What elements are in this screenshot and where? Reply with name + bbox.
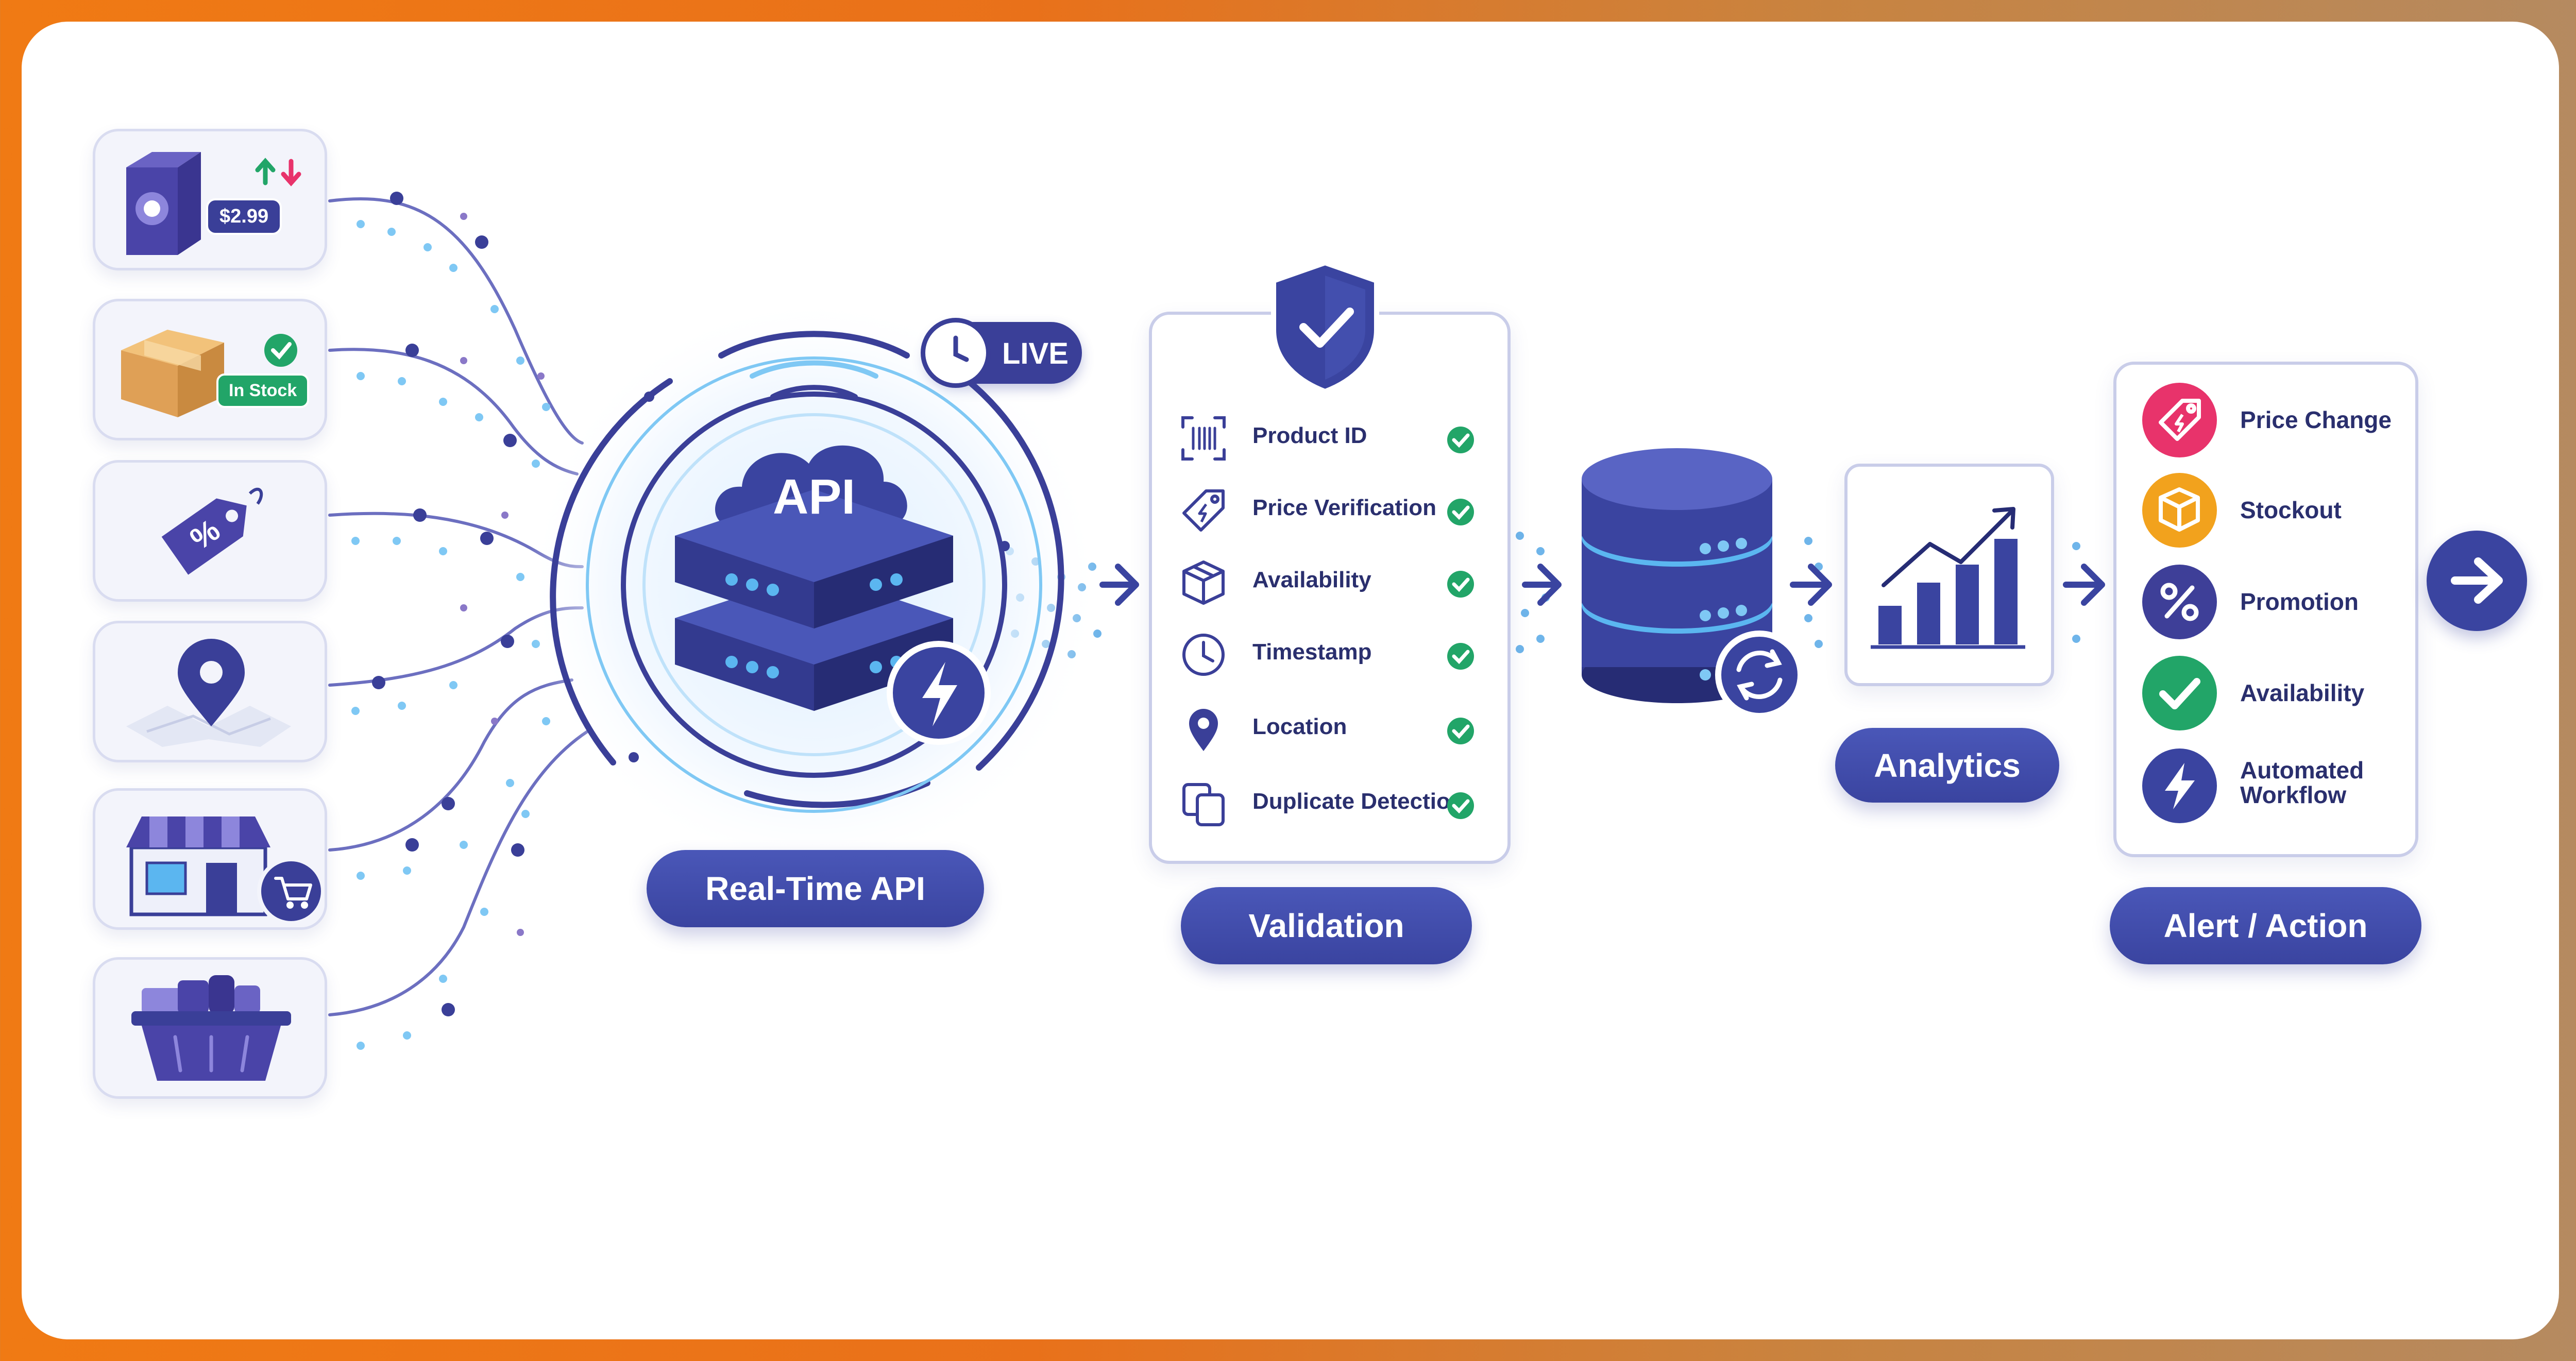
- cardboard-box-icon: [121, 330, 297, 417]
- live-badge: LIVE: [921, 318, 1082, 388]
- next-arrow-button[interactable]: [2427, 531, 2527, 631]
- connector-line-2: [328, 348, 579, 475]
- arrow-analytics-to-alert: [2063, 564, 2105, 606]
- validation-label: Availability: [1252, 567, 1371, 592]
- check-icon: [271, 342, 292, 360]
- validation-panel: Product ID Price Verification Availabili…: [1149, 312, 1511, 864]
- live-label: LIVE: [1002, 337, 1069, 370]
- validation-row-product-id: Product ID: [1152, 407, 1507, 464]
- check-icon: [2142, 656, 2217, 730]
- validation-label: Price Verification: [1252, 495, 1437, 520]
- alert-panel: Price Change Stockout Promotion Availabi…: [2113, 362, 2418, 857]
- box-icon: [1182, 560, 1225, 605]
- alert-label: Availability: [2240, 679, 2365, 706]
- price-change-arrows-icon: [255, 158, 301, 186]
- grocery-basket-icon: [131, 975, 291, 1081]
- alert-label: Price Change: [2240, 406, 2392, 433]
- real-time-api-pill[interactable]: Real-Time API: [647, 850, 984, 927]
- clock-icon: [921, 318, 991, 388]
- diagram-card: $2.99 In Stock %: [22, 22, 2559, 1339]
- source-store-location[interactable]: [93, 621, 327, 762]
- box-icon: [2142, 473, 2217, 548]
- barcode-icon: [1181, 416, 1226, 461]
- clock-icon: [1182, 634, 1225, 676]
- check-icon: [1447, 643, 1474, 670]
- arrow-validation-to-db: [1522, 564, 1562, 606]
- alert-action-pill[interactable]: Alert / Action: [2110, 887, 2421, 964]
- alert-row-promotion: Promotion: [2116, 559, 2415, 642]
- diagram-scene: $2.99 In Stock %: [22, 22, 2559, 1339]
- check-icon: [1447, 427, 1474, 453]
- alert-label-line-2: Workflow: [2240, 781, 2347, 808]
- validation-label: Product ID: [1252, 423, 1367, 448]
- alert-label-line-1: Automated: [2240, 757, 2364, 784]
- map-location-icon: [126, 639, 291, 747]
- in-stock-badge: In Stock: [216, 373, 310, 408]
- discount-tag-icon: %: [161, 487, 263, 575]
- validation-row-timestamp: Timestamp: [1152, 624, 1507, 680]
- source-discount-item[interactable]: %: [93, 460, 327, 602]
- api-cloud-label: API: [772, 469, 856, 524]
- milk-carton-icon: [126, 152, 301, 255]
- arrow-db-to-analytics: [1790, 564, 1832, 606]
- validation-row-duplicate: Duplicate Detection: [1152, 773, 1507, 830]
- analytics-panel: [1844, 464, 2054, 686]
- alert-label: Stockout: [2240, 497, 2342, 523]
- percent-icon: [2142, 565, 2217, 639]
- source-grocery-item[interactable]: $2.99: [93, 129, 327, 270]
- storefront-icon: [126, 816, 325, 925]
- alert-label: Promotion: [2240, 588, 2359, 615]
- validation-pill[interactable]: Validation: [1181, 887, 1472, 964]
- location-pin-icon: [1189, 709, 1218, 751]
- price-tag: $2.99: [206, 198, 282, 235]
- alert-label: Automated Workflow: [2240, 758, 2364, 807]
- analytics-pill[interactable]: Analytics: [1835, 728, 2059, 803]
- arrow-api-to-validation: [1099, 564, 1139, 606]
- connector-nodes: [372, 192, 524, 1016]
- arrow-right-icon: [2451, 557, 2503, 604]
- validation-row-price: Price Verification: [1152, 480, 1507, 536]
- price-tag-icon: [1182, 489, 1225, 532]
- price-tag-icon: [2142, 383, 2217, 457]
- connector-line-5: [328, 678, 573, 852]
- validation-label: Timestamp: [1252, 639, 1372, 665]
- validation-label: Duplicate Detection: [1252, 789, 1464, 814]
- alert-row-availability: Availability: [2116, 651, 2415, 733]
- shopping-cart-icon: [274, 877, 312, 909]
- check-icon: [1447, 571, 1474, 598]
- source-shopping-basket[interactable]: [93, 957, 327, 1099]
- duplicate-icon: [1182, 783, 1225, 826]
- source-retail-store[interactable]: [93, 788, 327, 930]
- alert-row-stockout: Stockout: [2116, 468, 2415, 550]
- check-icon: [1447, 792, 1474, 819]
- check-icon: [1447, 718, 1474, 744]
- connector-line-6: [328, 730, 589, 1016]
- validation-row-availability: Availability: [1152, 552, 1507, 608]
- alert-row-automated-workflow: Automated Workflow: [2116, 743, 2415, 826]
- lightning-icon: [2142, 748, 2217, 823]
- source-inventory-item[interactable]: In Stock: [93, 299, 327, 440]
- bar-chart-icon: [1871, 507, 2025, 649]
- check-icon: [1447, 499, 1474, 525]
- validation-row-location: Location: [1152, 699, 1507, 755]
- validation-label: Location: [1252, 714, 1347, 739]
- alert-row-price-change: Price Change: [2116, 378, 2415, 460]
